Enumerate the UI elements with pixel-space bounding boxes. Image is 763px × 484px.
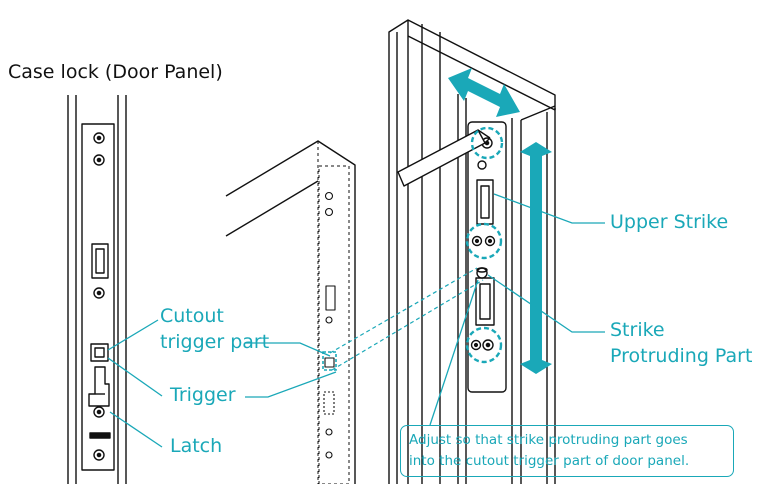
- label-upper-strike: Upper Strike: [610, 211, 729, 233]
- leader-cutout: [245, 342, 331, 357]
- note-line-1: Adjust so that strike protruding part go…: [409, 432, 688, 448]
- strike-protruding-part: [476, 267, 488, 279]
- leader-upper-strike: [493, 193, 605, 224]
- adjust-note-box: Adjust so that strike protruding part go…: [400, 425, 734, 477]
- leader-note: [429, 279, 479, 426]
- trigger-part: [90, 343, 109, 362]
- label-cutout-trigger-line1: Cutout: [160, 305, 224, 327]
- door-panel-perspective: [225, 140, 356, 484]
- leader-strike-protruding: [487, 274, 605, 333]
- highlight-circle: [465, 126, 504, 364]
- case-lock-door-edge: [67, 95, 127, 484]
- cutout-highlight: [322, 351, 337, 371]
- alignment-dashed-line: [329, 267, 484, 371]
- upper-strike-opening: [476, 179, 494, 225]
- adjust-arrow-horizontal: [448, 68, 520, 117]
- door-frame: [388, 19, 556, 484]
- latch-part: [88, 366, 111, 439]
- strike-screw-icon: [470, 137, 496, 351]
- leader-trigger: [245, 371, 337, 398]
- label-trigger: Trigger: [170, 384, 236, 406]
- leader-cutout-caselock: [107, 319, 159, 351]
- label-strike-protruding-line2: Protruding Part: [610, 345, 753, 367]
- note-line-2: into the cutout trigger part of door pan…: [409, 453, 690, 469]
- faceplate-screw-icon: [93, 132, 105, 461]
- screwdriver: [397, 129, 491, 187]
- adjust-arrow-vertical: [520, 142, 552, 374]
- leader-trigger-caselock: [107, 357, 163, 397]
- lower-strike-opening: [475, 277, 495, 326]
- strike-plate: [467, 121, 507, 393]
- leader-latch: [109, 411, 163, 448]
- deadbolt-slot: [91, 243, 109, 279]
- label-cutout-trigger-line2: trigger part: [160, 331, 270, 353]
- label-strike-protruding-line1: Strike: [610, 319, 665, 341]
- label-latch: Latch: [170, 435, 223, 457]
- case-lock-title: Case lock (Door Panel): [8, 61, 223, 83]
